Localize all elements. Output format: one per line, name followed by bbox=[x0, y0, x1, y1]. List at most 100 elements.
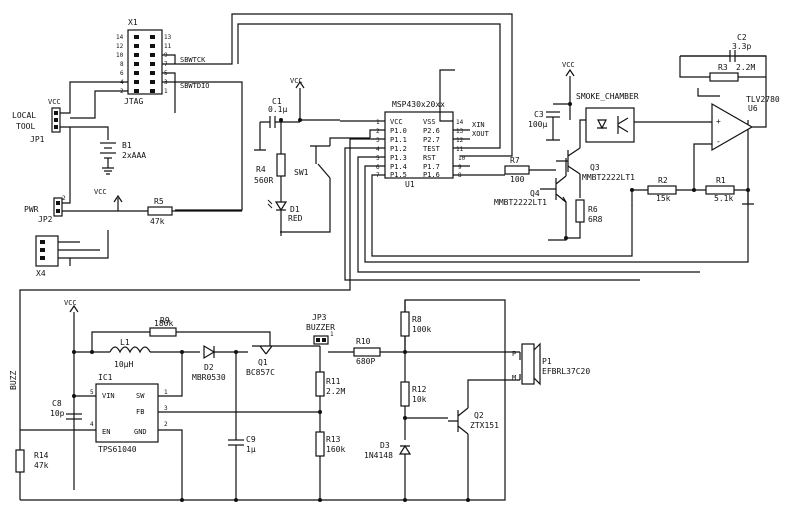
schematic-label: 12 bbox=[116, 43, 124, 50]
schematic-label: 47k bbox=[150, 217, 165, 226]
schematic-label: 3 bbox=[164, 405, 168, 412]
schematic-label: EFBRL37C20 bbox=[542, 367, 590, 376]
schematic-label: X4 bbox=[36, 269, 46, 278]
schematic-label: EN bbox=[102, 428, 110, 436]
schematic-label: R6 bbox=[588, 205, 598, 214]
schematic-label: C8 bbox=[52, 399, 62, 408]
schematic-label: M bbox=[512, 374, 516, 382]
tool-label: TOOL bbox=[16, 122, 35, 131]
schematic-label: IC1 bbox=[98, 373, 113, 382]
schematic-label: R13 bbox=[326, 435, 341, 444]
schematic-label: GND bbox=[134, 428, 147, 436]
schematic-label: P1.3 bbox=[390, 154, 407, 162]
schematic-label: R4 bbox=[256, 165, 266, 174]
piezo-p1 bbox=[521, 342, 541, 386]
schematic-label: 100µ bbox=[528, 120, 547, 129]
switch-sw1 bbox=[310, 145, 331, 196]
schematic-label: TEST bbox=[423, 145, 441, 153]
schematic-label: 2 bbox=[376, 128, 380, 135]
schematic-label: 3 bbox=[376, 137, 380, 144]
schematic-label: XOUT bbox=[472, 130, 490, 138]
sbwtck-label: SBWTCK bbox=[180, 56, 206, 64]
battery-b1 bbox=[100, 142, 116, 175]
resistor-r11 bbox=[315, 371, 325, 397]
schematic-label: JP3 bbox=[312, 313, 327, 322]
junction-dots bbox=[72, 102, 750, 502]
schematic-label: 47k bbox=[34, 461, 49, 470]
schematic-label: R10 bbox=[356, 337, 371, 346]
schematic-label: 12 bbox=[456, 137, 464, 144]
local-label: LOCAL bbox=[12, 111, 36, 120]
schematic-label: MMBT2222LT1 bbox=[494, 198, 547, 207]
schematic-label: VIN bbox=[102, 392, 115, 400]
schematic-label: 1 bbox=[164, 88, 168, 95]
schematic-label: SW1 bbox=[294, 168, 309, 177]
schematic-label: 10 bbox=[116, 52, 124, 59]
schematic-label: 11 bbox=[456, 146, 464, 153]
smoke-chamber bbox=[585, 107, 635, 143]
schematic-label: BUZZER bbox=[306, 323, 335, 332]
schematic-label: - bbox=[716, 137, 721, 146]
jp2-jumper bbox=[53, 197, 63, 217]
schematic-label: 560R bbox=[254, 176, 273, 185]
schematic-label: C2 bbox=[737, 33, 747, 42]
schematic-label: U1 bbox=[405, 180, 415, 189]
schematic-label: P2.7 bbox=[423, 136, 440, 144]
capacitor-c9 bbox=[228, 439, 244, 446]
resistor-r4 bbox=[276, 153, 286, 177]
schematic-label: R5 bbox=[154, 197, 164, 206]
schematic-label: SW bbox=[136, 392, 145, 400]
opamp-u6: + - bbox=[711, 102, 754, 152]
schematic-label: 13 bbox=[164, 34, 172, 41]
resistor-r3 bbox=[709, 72, 739, 82]
resistor-r13 bbox=[315, 431, 325, 457]
jp1-vcc-label: VCC bbox=[48, 98, 61, 106]
schematic-label: 1 bbox=[164, 389, 168, 396]
x4-connector bbox=[35, 235, 59, 267]
schematic-label: P bbox=[512, 350, 516, 358]
schematic-label: TLV2780 bbox=[746, 95, 780, 104]
resistor-r2 bbox=[647, 185, 677, 195]
schematic-label: 2xAAA bbox=[122, 151, 146, 160]
schematic-label: RED bbox=[288, 214, 303, 223]
x1-label: X1 bbox=[128, 18, 138, 27]
schematic-label: MSP430x20xx bbox=[392, 100, 445, 109]
schematic-label: Q2 bbox=[474, 411, 484, 420]
schematic-label: MMBT2222LT1 bbox=[582, 173, 635, 182]
schematic-label: R8 bbox=[412, 315, 422, 324]
schematic-label: ZTX151 bbox=[470, 421, 499, 430]
capacitor-c1 bbox=[269, 116, 276, 128]
schematic-label: 14 bbox=[116, 34, 124, 41]
mcu-u1: MSP430x20xx U1 VCC P1.0 P1.1 P1.2 P1.3 P… bbox=[376, 100, 466, 189]
schematic-label: 2.2M bbox=[326, 387, 345, 396]
schematic-label: 180k bbox=[154, 319, 173, 328]
schematic-label: PWR bbox=[24, 205, 39, 214]
schematic-label: 100 bbox=[510, 175, 525, 184]
capacitor-c3 bbox=[546, 111, 560, 118]
schematic-label: Q1 bbox=[258, 358, 268, 367]
diode-d3 bbox=[398, 444, 412, 455]
jp1-jumper bbox=[51, 107, 61, 133]
schematic-label: R14 bbox=[34, 451, 49, 460]
schematic-label: D1 bbox=[290, 205, 300, 214]
schematic-label: SMOKE_CHAMBER bbox=[576, 92, 639, 101]
schematic-label: 14 bbox=[456, 119, 464, 126]
schematic-label: 1µ bbox=[246, 445, 256, 454]
schematic-label: P1.4 bbox=[390, 163, 407, 171]
schematic-label: 6 bbox=[120, 70, 124, 77]
schematic-label: 5 bbox=[90, 389, 94, 396]
schematic-label: 3.3p bbox=[732, 42, 751, 51]
schematic-label: P1 bbox=[542, 357, 552, 366]
transistor-q1 bbox=[252, 345, 280, 355]
schematic-label: U6 bbox=[748, 104, 758, 113]
schematic-label: 2 bbox=[164, 421, 168, 428]
resistor-r8 bbox=[400, 311, 410, 337]
schematic-label: VCC bbox=[94, 188, 107, 196]
schematic-label: VCC bbox=[390, 118, 403, 126]
schematic-label: R12 bbox=[412, 385, 427, 394]
diode-d2 bbox=[203, 344, 216, 360]
schematic-label: 160k bbox=[326, 445, 345, 454]
resistor-r10 bbox=[353, 347, 381, 357]
transistor-q2 bbox=[448, 407, 469, 435]
schematic-label: P1.0 bbox=[390, 127, 407, 135]
